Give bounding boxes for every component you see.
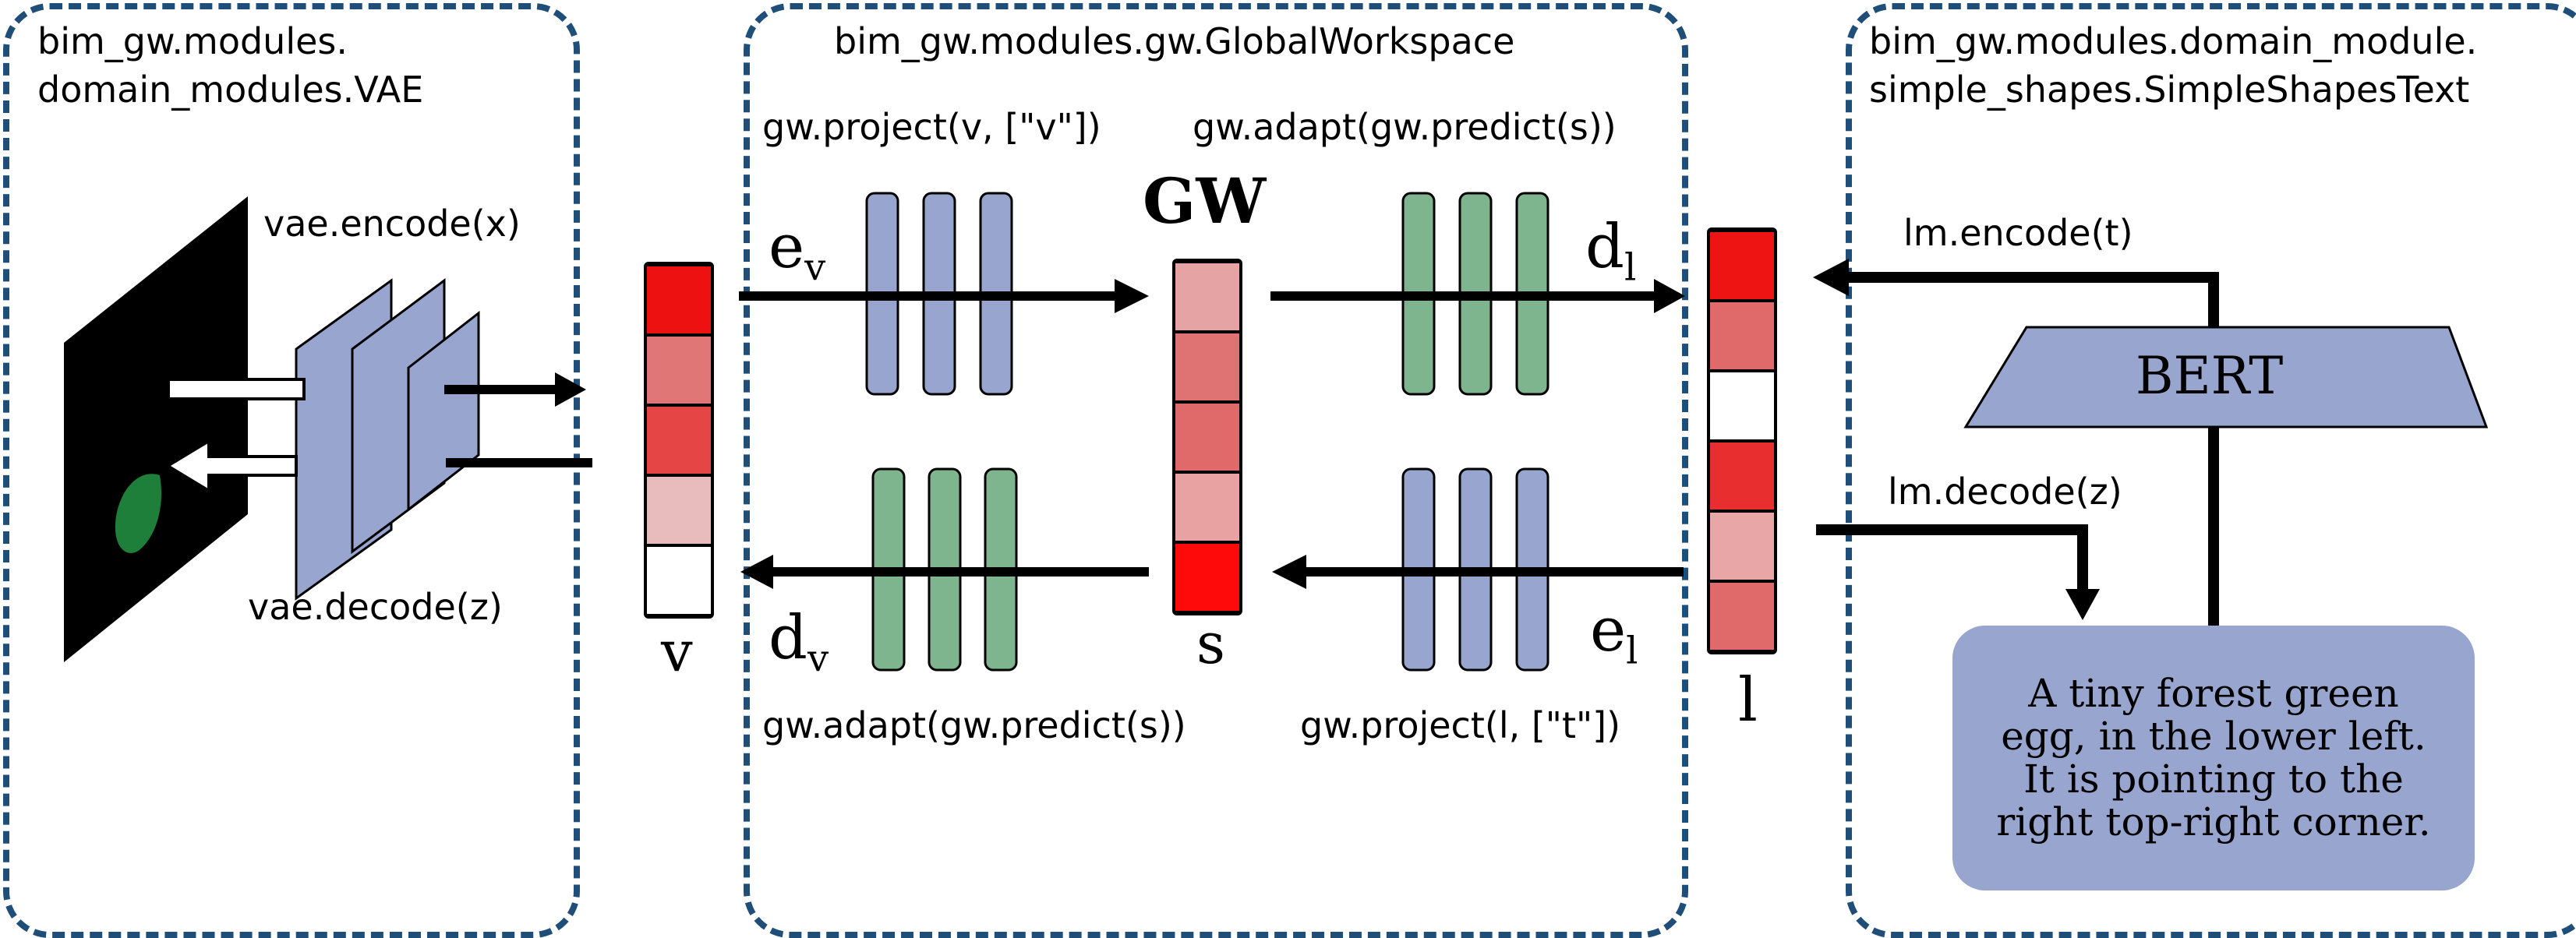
v-vector-cell-5 bbox=[647, 547, 711, 614]
caption-line-2: egg, in the lower left. bbox=[2001, 714, 2426, 759]
s-vector-label: s bbox=[1196, 611, 1225, 676]
vae-panel-title-line2: domain_modules.VAE bbox=[37, 69, 424, 111]
s-vector-cell-1 bbox=[1175, 263, 1239, 330]
vae-panel-title-line1: bim_gw.modules. bbox=[37, 20, 348, 62]
s-vector-cell-3 bbox=[1175, 404, 1239, 471]
lm-encode-arrow bbox=[1813, 259, 2219, 626]
l-vector-cell-6 bbox=[1710, 583, 1774, 650]
lm-decode-label: lm.decode(z) bbox=[1888, 471, 2122, 513]
vae-encode-arrowhead bbox=[555, 372, 586, 407]
gw-project-l-label: gw.project(l, ["t"]) bbox=[1300, 704, 1621, 746]
arrow-gw-to-v bbox=[740, 555, 1149, 589]
d-v-label: dv bbox=[769, 608, 829, 678]
e-v-label: ev bbox=[769, 217, 825, 287]
lm-decode-arrow bbox=[1816, 524, 2100, 620]
v-vector-label: v bbox=[661, 619, 693, 684]
caption-line-4: right top-right corner. bbox=[1996, 799, 2431, 845]
e-v-sub: v bbox=[804, 245, 826, 290]
l-vector-cell-5 bbox=[1710, 513, 1774, 580]
s-vector-cell-4 bbox=[1175, 474, 1239, 541]
decode-hollow-arrow bbox=[164, 438, 298, 494]
l-vector-cell-3 bbox=[1710, 372, 1774, 439]
caption-line-3: It is pointing to the bbox=[2023, 756, 2404, 802]
bert-label: BERT bbox=[2136, 346, 2284, 406]
l-vector-label: l bbox=[1738, 665, 1758, 735]
gw-adapt-bottom-label: gw.adapt(gw.predict(s)) bbox=[762, 704, 1186, 746]
l-vector-cell-1 bbox=[1710, 232, 1774, 299]
text-panel-title-line2: simple_shapes.SimpleShapesText bbox=[1869, 69, 2470, 111]
l-vector-cell-2 bbox=[1710, 302, 1774, 369]
caption-bubble: A tiny forest green egg, in the lower le… bbox=[1952, 626, 2475, 890]
d-l-sub: l bbox=[1624, 245, 1637, 290]
l-vector-cell-4 bbox=[1710, 443, 1774, 510]
s-vector-cell-2 bbox=[1175, 333, 1239, 400]
s-vector bbox=[1172, 259, 1242, 615]
input-image bbox=[64, 196, 248, 662]
v-vector-cell-1 bbox=[647, 266, 711, 333]
d-l-main: d bbox=[1585, 212, 1624, 282]
arrow-v-to-gw bbox=[739, 279, 1149, 313]
e-l-main: e bbox=[1590, 595, 1627, 665]
vae-encode-label: vae.encode(x) bbox=[263, 203, 521, 245]
green-egg-shape bbox=[115, 474, 162, 553]
v-vector bbox=[644, 262, 714, 619]
d-v-sub: v bbox=[807, 636, 829, 681]
l-vector bbox=[1707, 227, 1777, 654]
gw-panel-title: bim_gw.modules.gw.GlobalWorkspace bbox=[834, 20, 1515, 62]
caption-line-1: A tiny forest green bbox=[2028, 671, 2399, 716]
vae-decode-label: vae.decode(z) bbox=[248, 586, 503, 628]
gw-project-v-label: gw.project(v, ["v"]) bbox=[762, 106, 1101, 148]
arrow-gw-to-l bbox=[1270, 279, 1685, 313]
encode-hollow-arrow bbox=[167, 378, 306, 400]
d-l-label: dl bbox=[1585, 217, 1636, 287]
v-vector-cell-3 bbox=[647, 407, 711, 474]
e-l-label: el bbox=[1590, 600, 1638, 670]
e-l-sub: l bbox=[1626, 629, 1638, 673]
gw-label: GW bbox=[1143, 164, 1267, 238]
text-panel-title-line1: bim_gw.modules.domain_module. bbox=[1869, 20, 2478, 62]
bert-encoder bbox=[1963, 326, 2489, 428]
e-v-main: e bbox=[769, 212, 805, 282]
d-v-main: d bbox=[769, 603, 807, 673]
lm-encode-label: lm.encode(t) bbox=[1903, 212, 2133, 254]
v-vector-cell-4 bbox=[647, 477, 711, 544]
arrow-l-to-gw bbox=[1272, 555, 1684, 589]
v-vector-cell-2 bbox=[647, 337, 711, 404]
gw-adapt-top-label: gw.adapt(gw.predict(s)) bbox=[1193, 106, 1617, 148]
s-vector-cell-5 bbox=[1175, 544, 1239, 611]
